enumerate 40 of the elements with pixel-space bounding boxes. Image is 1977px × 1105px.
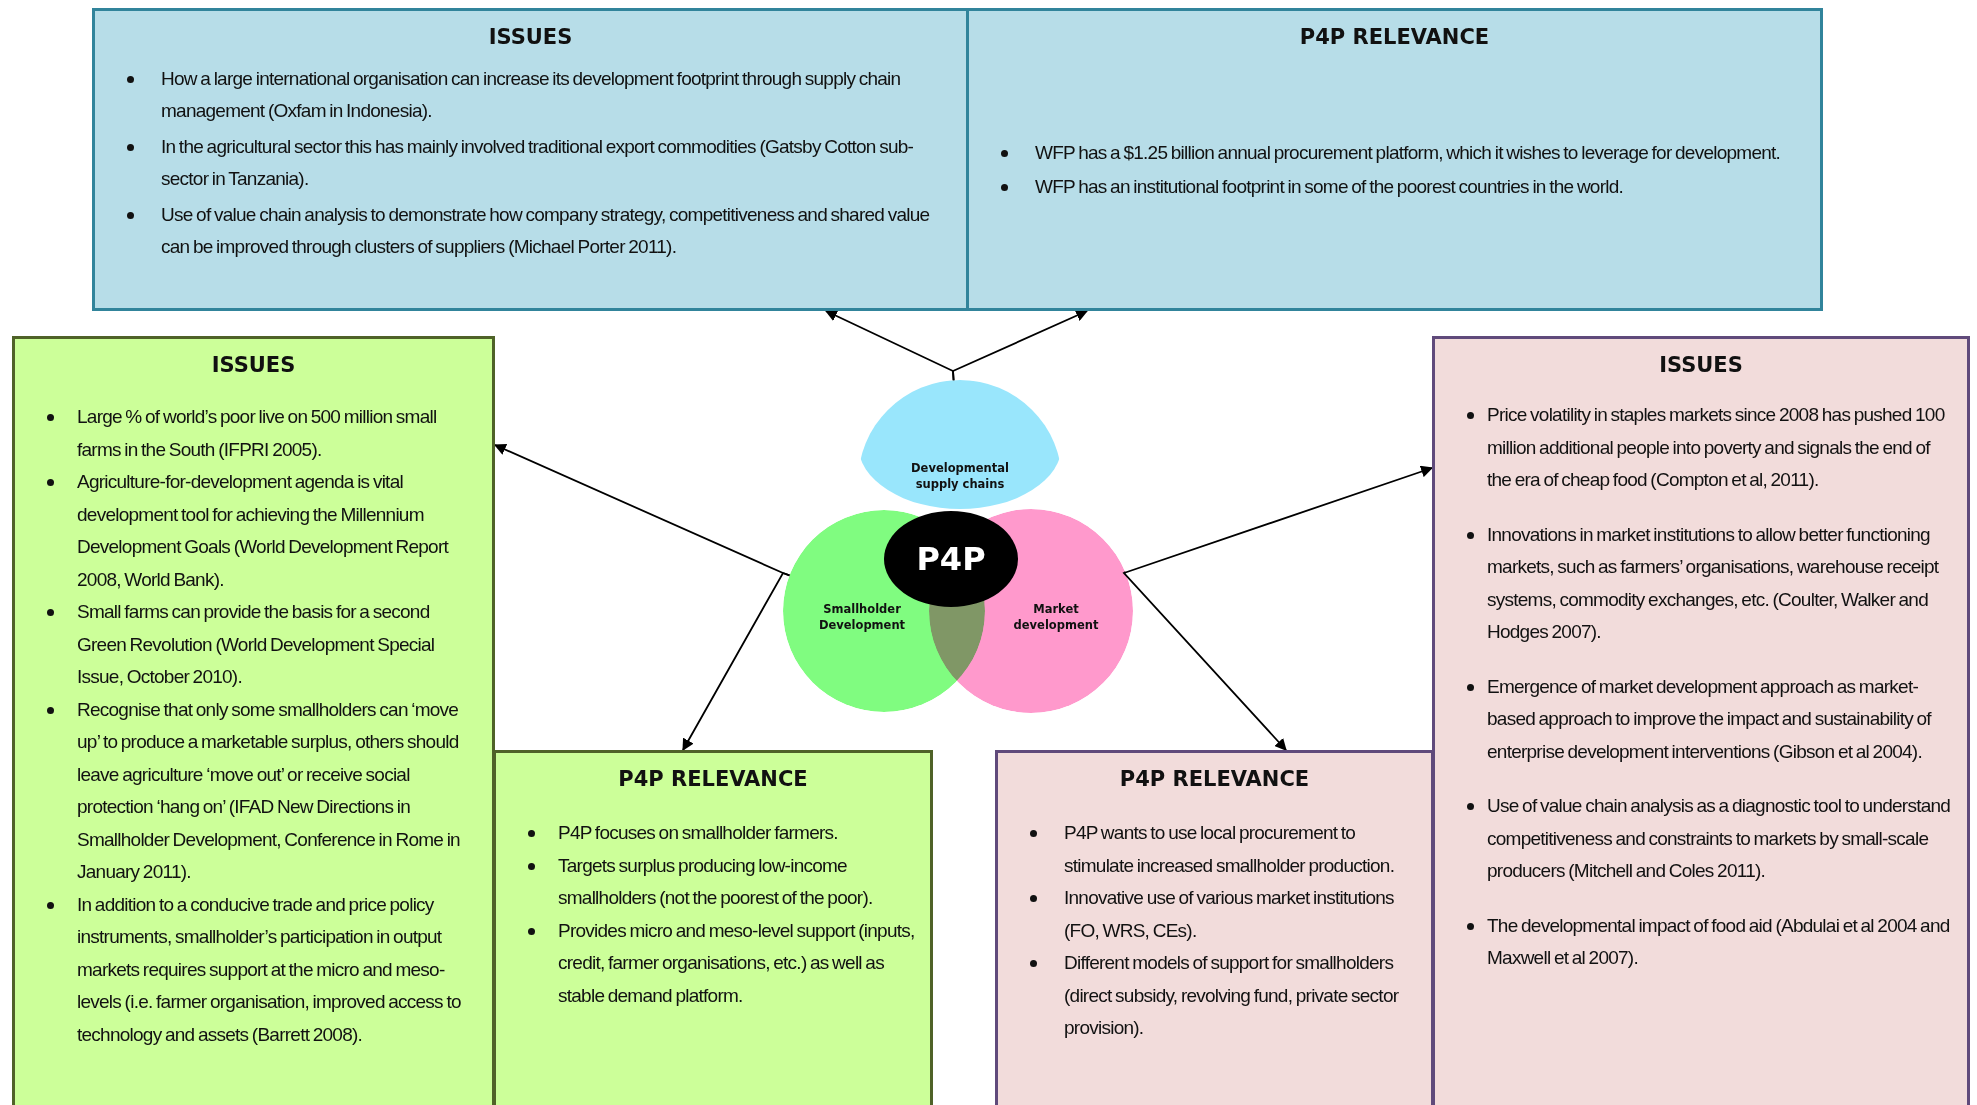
bullet-point: Price volatility in staples markets since 2008 has pushed 100 million additional people into poverty and signals the end of the era of cheap food (Compton et al, 2011). (1487, 403, 1946, 492)
bullet-point: Targets surplus producing low-income smallholders (not the poorest of the poor). (558, 853, 874, 910)
bullet-point: In addition to a conducive trade and price policy instruments, smallholder’s participation in output markets requires support at the micro and meso-levels (i.e. farmer organisation, improved access to technology and assets (Barrett 2008). (77, 892, 462, 1047)
bullet-point: WFP has an institutional footprint in some of the poorest countries in the world. (1035, 175, 1625, 199)
box-heading: P4P RELEVANCE (1298, 25, 1491, 49)
circle-label: Smallholder Development (817, 601, 907, 633)
text-box (92, 8, 969, 311)
box-heading: P4P RELEVANCE (1118, 767, 1311, 791)
bullet-point: Different models of support for smallholders (direct subsidy, revolving fund, private sector provision). (1064, 951, 1400, 1040)
bullet-point: Innovative use of various market institutions (FO, WRS, CEs). (1064, 886, 1395, 943)
bullet-point: Emergence of market development approach as market-based approach to improve the impact and sustainability of enterprise development interventions (Gibson et al 2004). (1487, 674, 1933, 764)
bullet-point: Agriculture-for-development agenda is vital development tool for achieving the Millennium Development Goals (World Development Report 2008, World Bank). (77, 470, 450, 592)
text-box (12, 336, 495, 1105)
text-box (966, 8, 1823, 311)
box-heading: ISSUES (1658, 353, 1744, 377)
arrow (682, 571, 791, 752)
bullet-point: WFP has a $1.25 billion annual procurement platform, which it wishes to leverage for development. (1035, 141, 1782, 165)
bullet-point: Provides micro and meso-level support (inputs, credit, farmer organisations, etc.) as well as stable demand platform. (558, 918, 916, 1008)
box-heading: P4P RELEVANCE (617, 767, 809, 791)
center-label: P4P (916, 540, 986, 578)
bullet-point: Recognise that only some smallholders can ‘move up’ to produce a marketable surplus, others should leave agriculture ‘move out’ or receive social protection ‘hang on’ (IFAD New Directions in Smallholder Development, Conference in Rome in January 2011). (77, 697, 461, 884)
bullet-point: Use of value chain analysis as a diagnostic tool to understand competitiveness and constraints to markets by small-scale producers (Mitchell and Coles 2011). (1487, 794, 1952, 883)
text-box (995, 750, 1434, 1105)
bullet-point: Small farms can provide the basis for a second Green Revolution (World Development Special Issue, October 2010). (77, 600, 436, 689)
bullet-point: The developmental impact of food aid (Abdulai et al 2004 and Maxwell et al 2007). (1487, 913, 1951, 970)
bullet-point: P4P focuses on smallholder farmers. (558, 821, 839, 845)
box-heading: ISSUES (487, 25, 574, 49)
bullet-point: In the agricultural sector this has mainly involved traditional export commodities (Gatsby Cotton sub-sector in Tanzania). (161, 135, 915, 191)
bullet-point: Innovations in market institutions to allow better functioning markets, such as farmers’ organisations, warehouse receipt systems, commodity exchanges, etc. (Coulter, Walker and Hodges 2007). (1487, 522, 1940, 644)
bullet-point: P4P wants to use local procurement to stimulate increased smallholder production. (1064, 821, 1396, 878)
box-heading: ISSUES (210, 353, 297, 377)
bullet-point: Large % of world’s poor live on 500 million small farms in the South (IFPRI 2005). (77, 405, 438, 462)
text-box (1432, 336, 1970, 1105)
circle-label: Developmental supply chains (910, 460, 1010, 492)
bullet-point: How a large international organisation can increase its development footprint through supply chain management (Oxfam in Indonesia). (161, 67, 902, 123)
arrow (1123, 465, 1434, 574)
text-box (493, 750, 933, 1105)
arrow (952, 309, 1089, 382)
bullet-point: Use of value chain analysis to demonstrate how company strategy, competitiveness and shared value can be improved through clusters of suppliers (Michael Porter 2011). (161, 203, 931, 259)
circle-label: Market development (1012, 601, 1100, 633)
